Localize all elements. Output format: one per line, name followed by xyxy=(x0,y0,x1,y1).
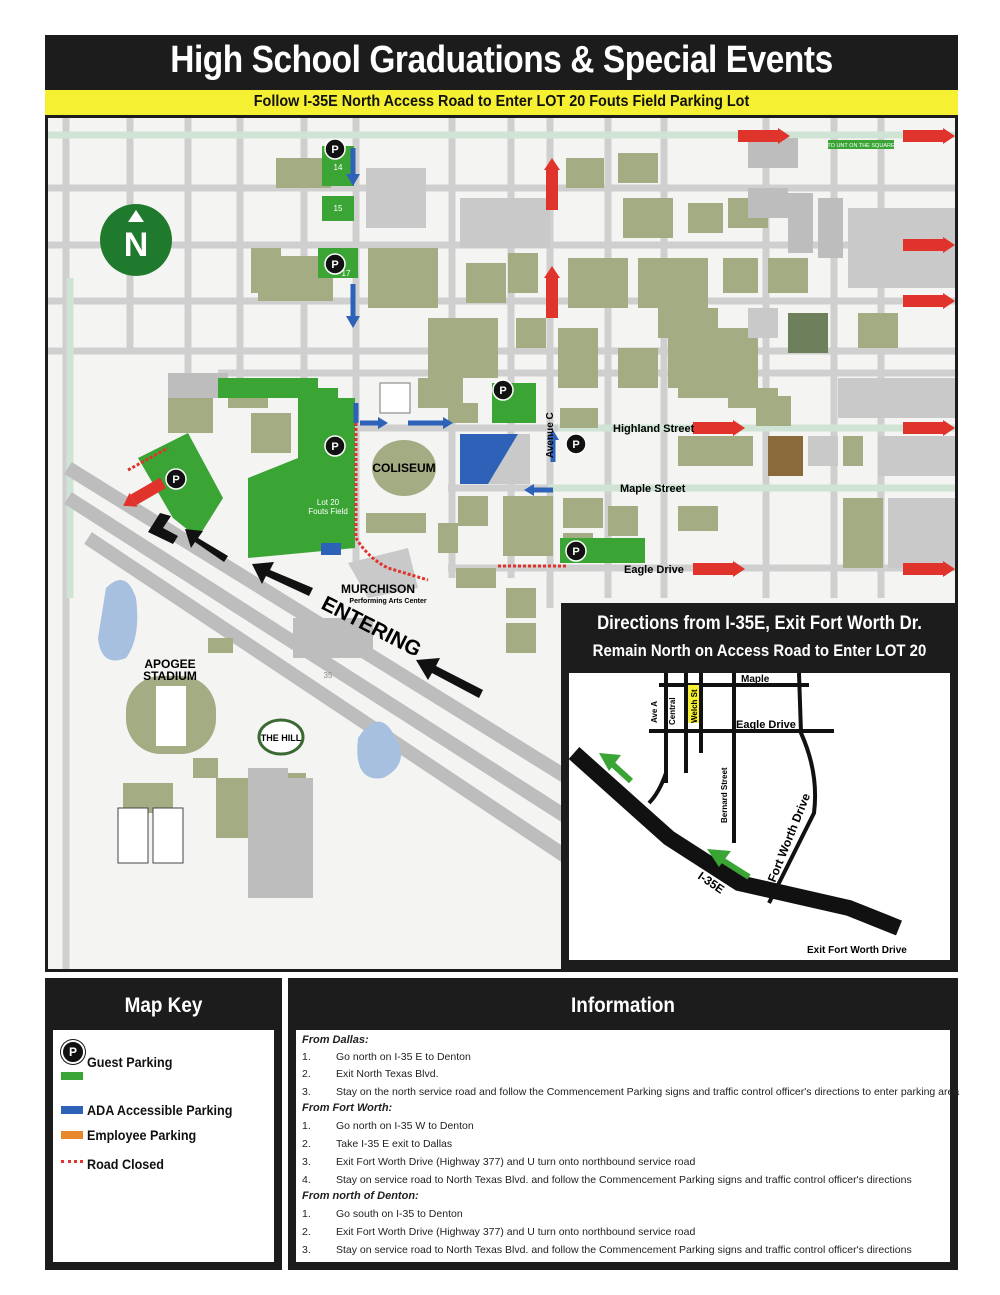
lot35-number: 35 xyxy=(324,671,333,680)
directions-inset-map: Maple Eagle Drive Ave A Central Welch St… xyxy=(568,672,950,960)
parking-icon: P xyxy=(331,144,338,156)
lot15-number: 15 xyxy=(334,204,343,213)
info-step: 3.Exit Fort Worth Drive (Highway 377) an… xyxy=(302,1156,696,1168)
avenue-c-label: Avenue C xyxy=(545,412,556,458)
coliseum-label: COLISEUM xyxy=(372,461,435,475)
campus-map[interactable]: THE HILL APOGEE STADIUM Lot 20 Fouts Fie… xyxy=(45,115,958,972)
inset-bernard-label: Bernard Street xyxy=(720,767,729,823)
coliseum-building xyxy=(372,440,436,496)
murchison-label: MURCHISON xyxy=(341,582,415,596)
lot20-sub-label: Fouts Field xyxy=(308,507,348,516)
subtitle-bar: Follow I-35E North Access Road to Enter … xyxy=(45,88,958,116)
apogee-stadium xyxy=(117,676,216,864)
murchison-sub-label: Performing Arts Center xyxy=(349,598,426,605)
page-subtitle: Follow I-35E North Access Road to Enter … xyxy=(253,93,750,110)
info-step: 1.Go south on I-35 to Denton xyxy=(302,1208,463,1220)
inset-fort-worth-label: Fort Worth Drive xyxy=(765,791,813,884)
key-ada-swatch xyxy=(61,1106,83,1114)
key-road-closed-swatch xyxy=(61,1160,83,1163)
ada-lot20 xyxy=(321,543,341,555)
info-step: 3.Stay on the north service road and fol… xyxy=(302,1086,960,1098)
directions-panel: Directions from I-35E, Exit Fort Worth D… xyxy=(561,603,958,972)
parking-icon: P xyxy=(499,385,506,397)
key-guest-parking-label: Guest Parking xyxy=(87,1054,173,1070)
map-key-title: Map Key xyxy=(124,994,203,1017)
inset-welch-label: Welch St xyxy=(690,689,699,723)
parking-icon: P xyxy=(61,1040,85,1064)
inset-exit-label: Exit Fort Worth Drive xyxy=(807,945,907,956)
key-employee-label: Employee Parking xyxy=(87,1127,197,1143)
ponds xyxy=(98,580,401,779)
info-step: 4.Stay on service road to North Texas Bl… xyxy=(302,1174,912,1186)
exit-arrows xyxy=(123,128,955,577)
eagle-drive-label: Eagle Drive xyxy=(624,564,684,576)
information-title: Information xyxy=(571,994,675,1017)
directions-title-line1: Directions from I-35E, Exit Fort Worth D… xyxy=(597,613,922,634)
coliseum-grid xyxy=(379,382,411,414)
north-label: N xyxy=(124,226,149,264)
info-step: 2.Exit North Texas Blvd. xyxy=(302,1068,439,1080)
apogee-label: APOGEE xyxy=(144,657,195,671)
page-title: High School Graduations & Special Events xyxy=(170,39,833,81)
info-step: 1.Go north on I-35 E to Denton xyxy=(302,1051,471,1063)
inset-eagle-label: Eagle Drive xyxy=(736,719,796,731)
inset-maple-label: Maple xyxy=(741,674,770,685)
section-heading: From Fort Worth: xyxy=(302,1102,393,1114)
lot20-label: Lot 20 xyxy=(317,498,340,507)
entering-arrows xyxy=(148,513,483,698)
info-step: 1.Go north on I-35 W to Denton xyxy=(302,1120,474,1132)
section-heading: From Dallas: xyxy=(302,1034,369,1046)
parking-markers[interactable]: P P P P P P P xyxy=(165,138,587,562)
map-key-list: P Guest Parking ADA Accessible Parking E… xyxy=(53,1030,274,1262)
information-panel: Information From Dallas: 1.Go north on I… xyxy=(288,978,960,1270)
section-heading: From north of Denton: xyxy=(302,1190,419,1202)
parking-icon: P xyxy=(572,546,579,558)
buildings xyxy=(123,153,955,838)
north-arrow-icon: N xyxy=(100,204,172,276)
parking-icon: P xyxy=(572,439,579,451)
directions-title-line2: Remain North on Access Road to Enter LOT… xyxy=(592,641,927,660)
lot14-number: 14 xyxy=(334,163,343,172)
apogee-sub-label: STADIUM xyxy=(143,669,197,683)
map-key: Map Key P Guest Parking ADA Accessible P… xyxy=(45,978,282,1270)
to-square-label: TO UNT ON THE SQUARE xyxy=(827,143,895,149)
to-square-sign xyxy=(828,140,894,149)
inset-ave-a-label: Ave A xyxy=(650,701,659,723)
lot17-number: 17 xyxy=(342,269,351,278)
ada-route-arrows xyxy=(350,148,556,493)
info-step: 2.Take I-35 E exit to Dallas xyxy=(302,1138,453,1150)
key-employee-swatch xyxy=(61,1131,83,1139)
the-hill-label: THE HILL xyxy=(261,733,302,743)
parking-icon: P xyxy=(331,441,338,453)
information-content: From Dallas: 1.Go north on I-35 E to Den… xyxy=(296,1030,960,1262)
highland-street-label: Highland Street xyxy=(613,423,695,435)
info-step: 2.Exit Fort Worth Drive (Highway 377) an… xyxy=(302,1226,696,1238)
parking-icon: P xyxy=(331,259,338,271)
key-ada-label: ADA Accessible Parking xyxy=(87,1102,233,1118)
maple-street-label: Maple Street xyxy=(620,483,686,495)
murchison-building xyxy=(348,548,418,598)
key-road-closed-label: Road Closed xyxy=(87,1156,165,1172)
road-closed-lines xyxy=(127,423,568,582)
info-step: 3.Stay on service road to North Texas Bl… xyxy=(302,1244,912,1256)
key-guest-parking-swatch xyxy=(61,1072,83,1080)
parking-icon: P xyxy=(172,474,179,486)
inset-central-label: Central xyxy=(668,697,677,725)
campus-map-svg: THE HILL APOGEE STADIUM Lot 20 Fouts Fie… xyxy=(48,118,955,969)
